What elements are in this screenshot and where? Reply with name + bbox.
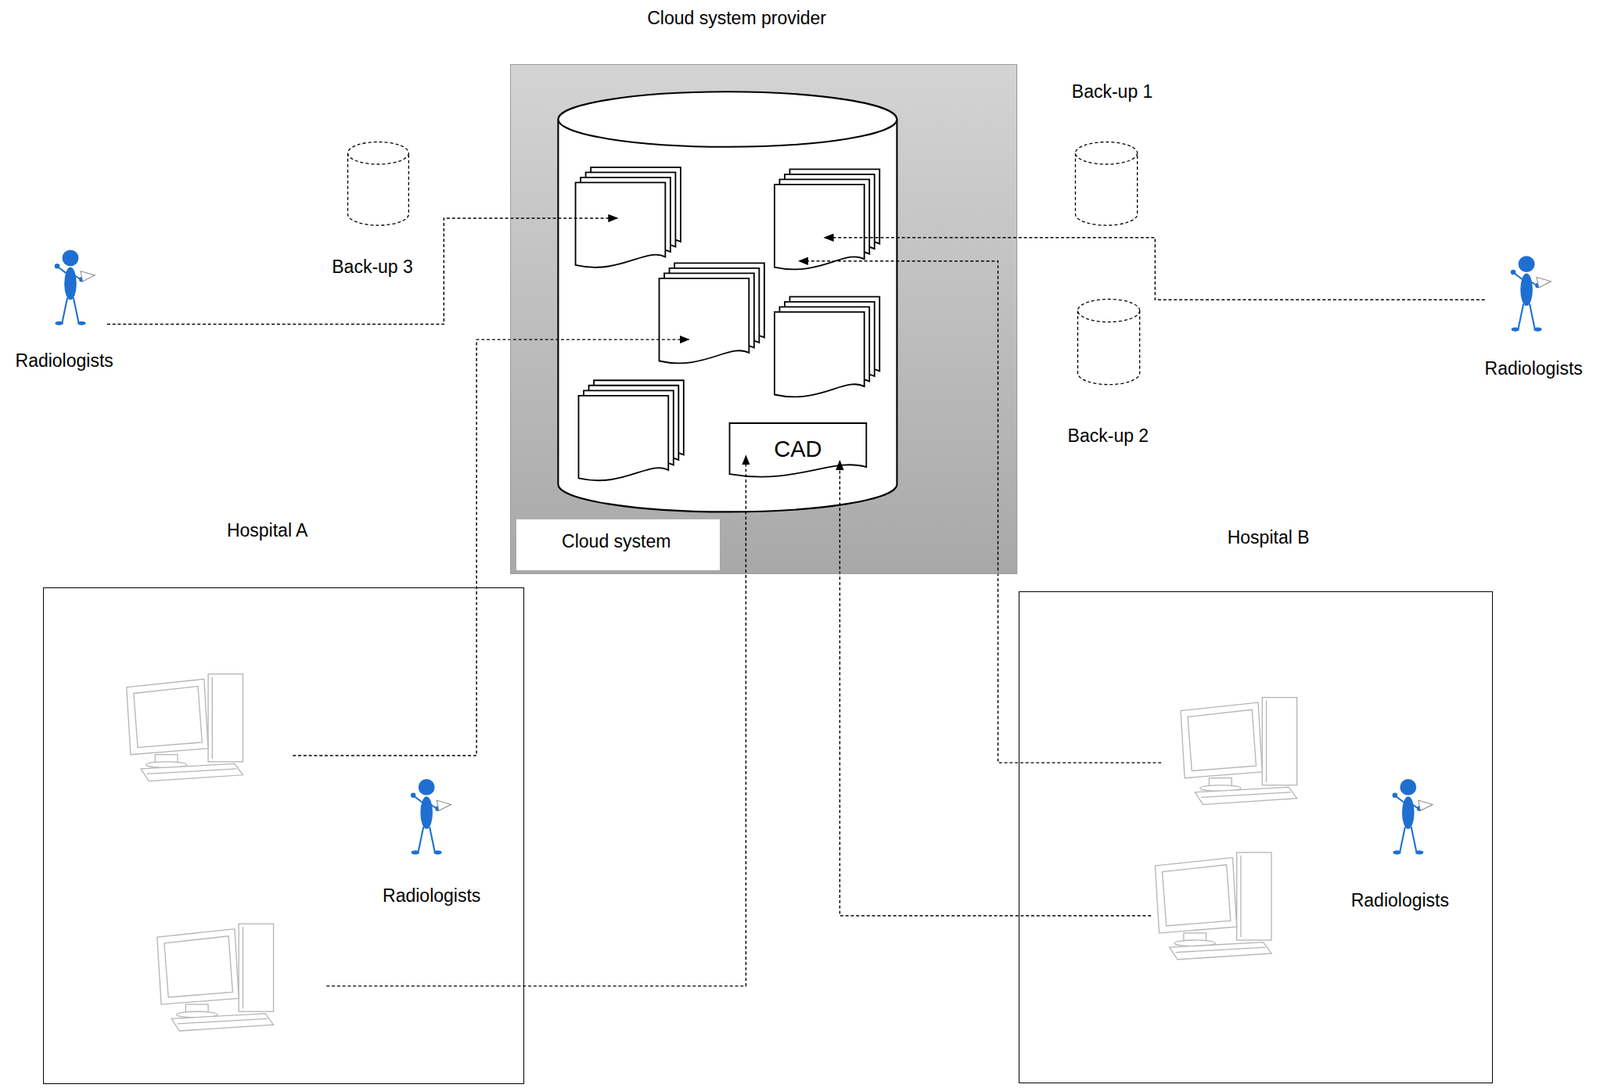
access-lines [107, 218, 1485, 987]
document-page [575, 182, 666, 267]
hospital-box: Hospital A [43, 587, 525, 1085]
radiologist-figure [1510, 255, 1552, 331]
cad-document: CAD [729, 424, 867, 478]
document-page [774, 184, 865, 270]
hospital-box: Hospital B [1018, 591, 1493, 1084]
node-label: Hospital A [226, 520, 309, 541]
node-label: Hospital B [1227, 527, 1310, 548]
cylinder-body [557, 119, 897, 513]
node-label: Back-up 2 [1067, 425, 1150, 446]
dashed-access-line [292, 339, 689, 756]
dashed-access-line [824, 237, 1485, 301]
dashed-access-line [839, 460, 1151, 916]
node-label: Cloud system [561, 531, 671, 552]
dashed-access-line [798, 261, 1162, 763]
computer-icon [1180, 697, 1298, 806]
backup-cylinder-shape [1076, 298, 1141, 386]
radiologist-figure [54, 249, 96, 325]
document-stack [774, 296, 880, 397]
role-label: Radiologists [382, 885, 481, 907]
provider-box: Cloud system providerCADCloud system [510, 64, 1018, 575]
role-label: Radiologists [1484, 358, 1583, 379]
cad-document-shape [729, 423, 867, 478]
document-page [774, 312, 865, 397]
role-label: Radiologists [1351, 890, 1449, 911]
computer-icon [1154, 852, 1272, 960]
role-label: Radiologists [15, 350, 114, 371]
cylinder-top [1075, 141, 1138, 164]
radiologist-figure [410, 779, 452, 855]
document-page [659, 278, 750, 364]
computer-icon [126, 674, 244, 782]
document-page [578, 395, 669, 481]
document-stack [659, 262, 765, 364]
backup-cylinder-shape [346, 140, 410, 227]
document-stack [575, 167, 681, 268]
backup-cylinder: Back-up 1 [1074, 140, 1139, 227]
cylinder-top [348, 141, 410, 164]
document-stack [578, 380, 684, 481]
cloud-system-label-box: Cloud system [516, 519, 721, 571]
backup-cylinder-shape [1074, 140, 1139, 227]
radiologist-figure [1392, 779, 1434, 855]
cylinder-top [557, 91, 897, 147]
computer-icon [157, 924, 274, 1032]
backup-cylinder: Back-up 2 [1076, 298, 1141, 386]
node-label: Back-up 1 [1071, 81, 1154, 102]
provider-panel [510, 64, 1018, 575]
node-label: Back-up 3 [331, 256, 414, 277]
node-label: CAD [773, 436, 822, 463]
dashed-access-line [107, 218, 618, 325]
node-label: Cloud system provider [647, 7, 827, 29]
backup-cylinder: Back-up 3 [346, 140, 410, 227]
cloud-cylinder [557, 91, 897, 512]
dashed-access-line [326, 456, 746, 987]
document-stack [774, 168, 880, 270]
cylinder-top [1077, 298, 1140, 322]
